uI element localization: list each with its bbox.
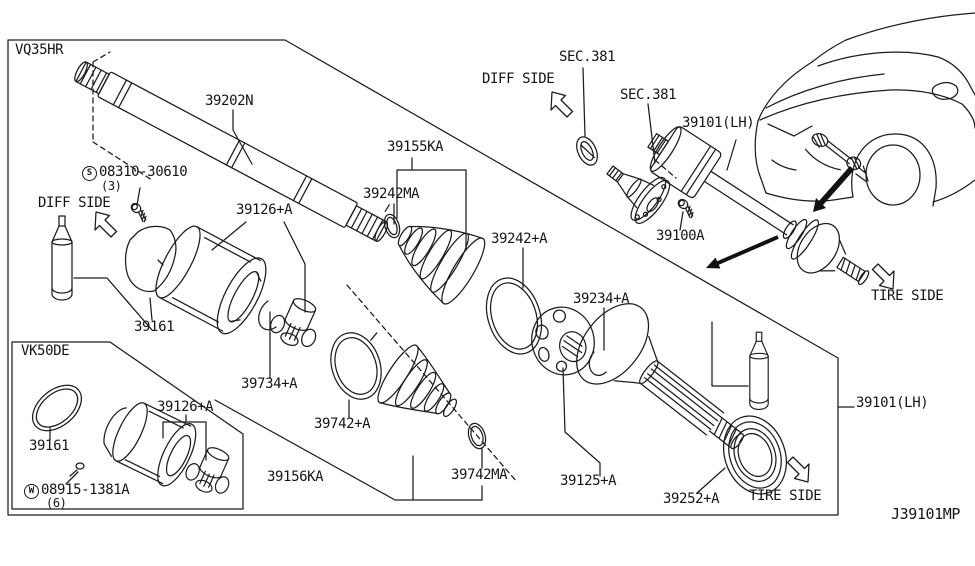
part-label-39100a: 39100A — [656, 228, 705, 244]
part-label-39101lh-top: 39101(LH) — [682, 115, 755, 131]
tire-side-bottom-label: TIRE SIDE — [749, 488, 822, 504]
diagram-id-label: J39101MP — [891, 505, 961, 523]
qty-label-bolt: (3) — [101, 179, 122, 193]
deflector-ring-vk — [32, 384, 82, 432]
direction-hollow-arrows — [94, 91, 895, 483]
inner-joint-housing-main — [155, 225, 267, 335]
bolt-08310-glyph — [127, 200, 152, 223]
bolt-39100a-glyph — [674, 196, 699, 219]
washer-glyph-vk — [69, 462, 85, 477]
tripod-spider-main — [265, 290, 329, 355]
car-axle-glyph — [804, 133, 869, 182]
part-label-08310-30610: 08310-30610 — [99, 164, 188, 180]
part-label-39202n: 39202N — [205, 93, 254, 109]
tire-side-bottom-arrow-icon — [786, 456, 810, 483]
part-label-08915-1381a: 08915-1381A — [41, 482, 130, 498]
inner-boot-39742 — [377, 344, 458, 418]
vk50de-group-box — [11, 341, 244, 510]
diff-side-top-arrow-icon — [550, 91, 574, 118]
part-label-39126a-alt: 39126+A — [157, 399, 214, 415]
engine-code-alt-label: VK50DE — [21, 343, 70, 359]
dashed-guides — [92, 51, 677, 483]
part-label-39161-alt: 39161 — [29, 438, 70, 454]
car-outline — [754, 12, 975, 207]
snap-ring-39734 — [258, 300, 277, 331]
part-label-39742ma: 39742MA — [451, 467, 508, 483]
tire-side-top-label: TIRE SIDE — [871, 288, 944, 304]
part-label-39156ka: 39156KA — [267, 469, 324, 485]
part-label-39234a: 39234+A — [573, 291, 630, 307]
part-label-39101lh-right: 39101(LH) — [856, 395, 929, 411]
washer-symbol-icon: W — [24, 484, 39, 499]
diff-side-top-label: DIFF SIDE — [482, 71, 555, 87]
stub-flange-sec381 — [606, 165, 671, 224]
section-ref-a-label: SEC.381 — [559, 49, 616, 65]
part-label-39125a: 39125+A — [560, 473, 617, 489]
section-ref-b-label: SEC.381 — [620, 87, 677, 103]
removal-direction-arrow-icon — [706, 235, 779, 269]
leader-lines — [49, 67, 855, 501]
boot-clamp-39242ma — [383, 204, 401, 239]
part-label-39242a: 39242+A — [491, 231, 548, 247]
part-label-39126a-main: 39126+A — [236, 202, 293, 218]
axle-shaft-39202n — [74, 61, 389, 242]
inner-joint-housing-vk — [103, 402, 197, 487]
engine-code-main-label: VQ35HR — [15, 42, 64, 58]
boot-band-39742a — [330, 332, 382, 400]
outer-boot-39155 — [397, 225, 486, 305]
boot-clamp-39742ma — [467, 422, 487, 450]
outer-joint-assembly — [576, 303, 744, 450]
part-label-39734a: 39734+A — [241, 376, 298, 392]
shaft-assembly-39101 — [647, 126, 870, 286]
seal-ring-sec381 — [576, 136, 598, 166]
grease-tube-left — [51, 215, 73, 301]
grease-tube-right — [749, 331, 769, 411]
part-label-39242ma: 39242MA — [363, 186, 420, 202]
dust-shield-39252a — [723, 415, 787, 495]
diff-side-left-arrow-icon — [94, 211, 118, 238]
boot-band-39242a — [485, 277, 543, 355]
part-label-39161-main: 39161 — [134, 319, 175, 335]
snap-ring-39234a — [588, 351, 607, 376]
diff-side-left-label: DIFF SIDE — [38, 195, 111, 211]
tire-side-top-arrow-icon — [871, 263, 895, 290]
deflector-39161-main — [124, 225, 177, 293]
screw-symbol-icon: S — [82, 166, 97, 181]
tripod-spider-vk — [180, 440, 242, 501]
part-label-39155ka: 39155KA — [387, 139, 444, 155]
main-group-box — [7, 39, 839, 516]
qty-label-washer: (6) — [46, 496, 67, 510]
install-direction-arrow-icon — [813, 166, 854, 212]
part-label-39252a: 39252+A — [663, 491, 720, 507]
part-label-39742a: 39742+A — [314, 416, 371, 432]
